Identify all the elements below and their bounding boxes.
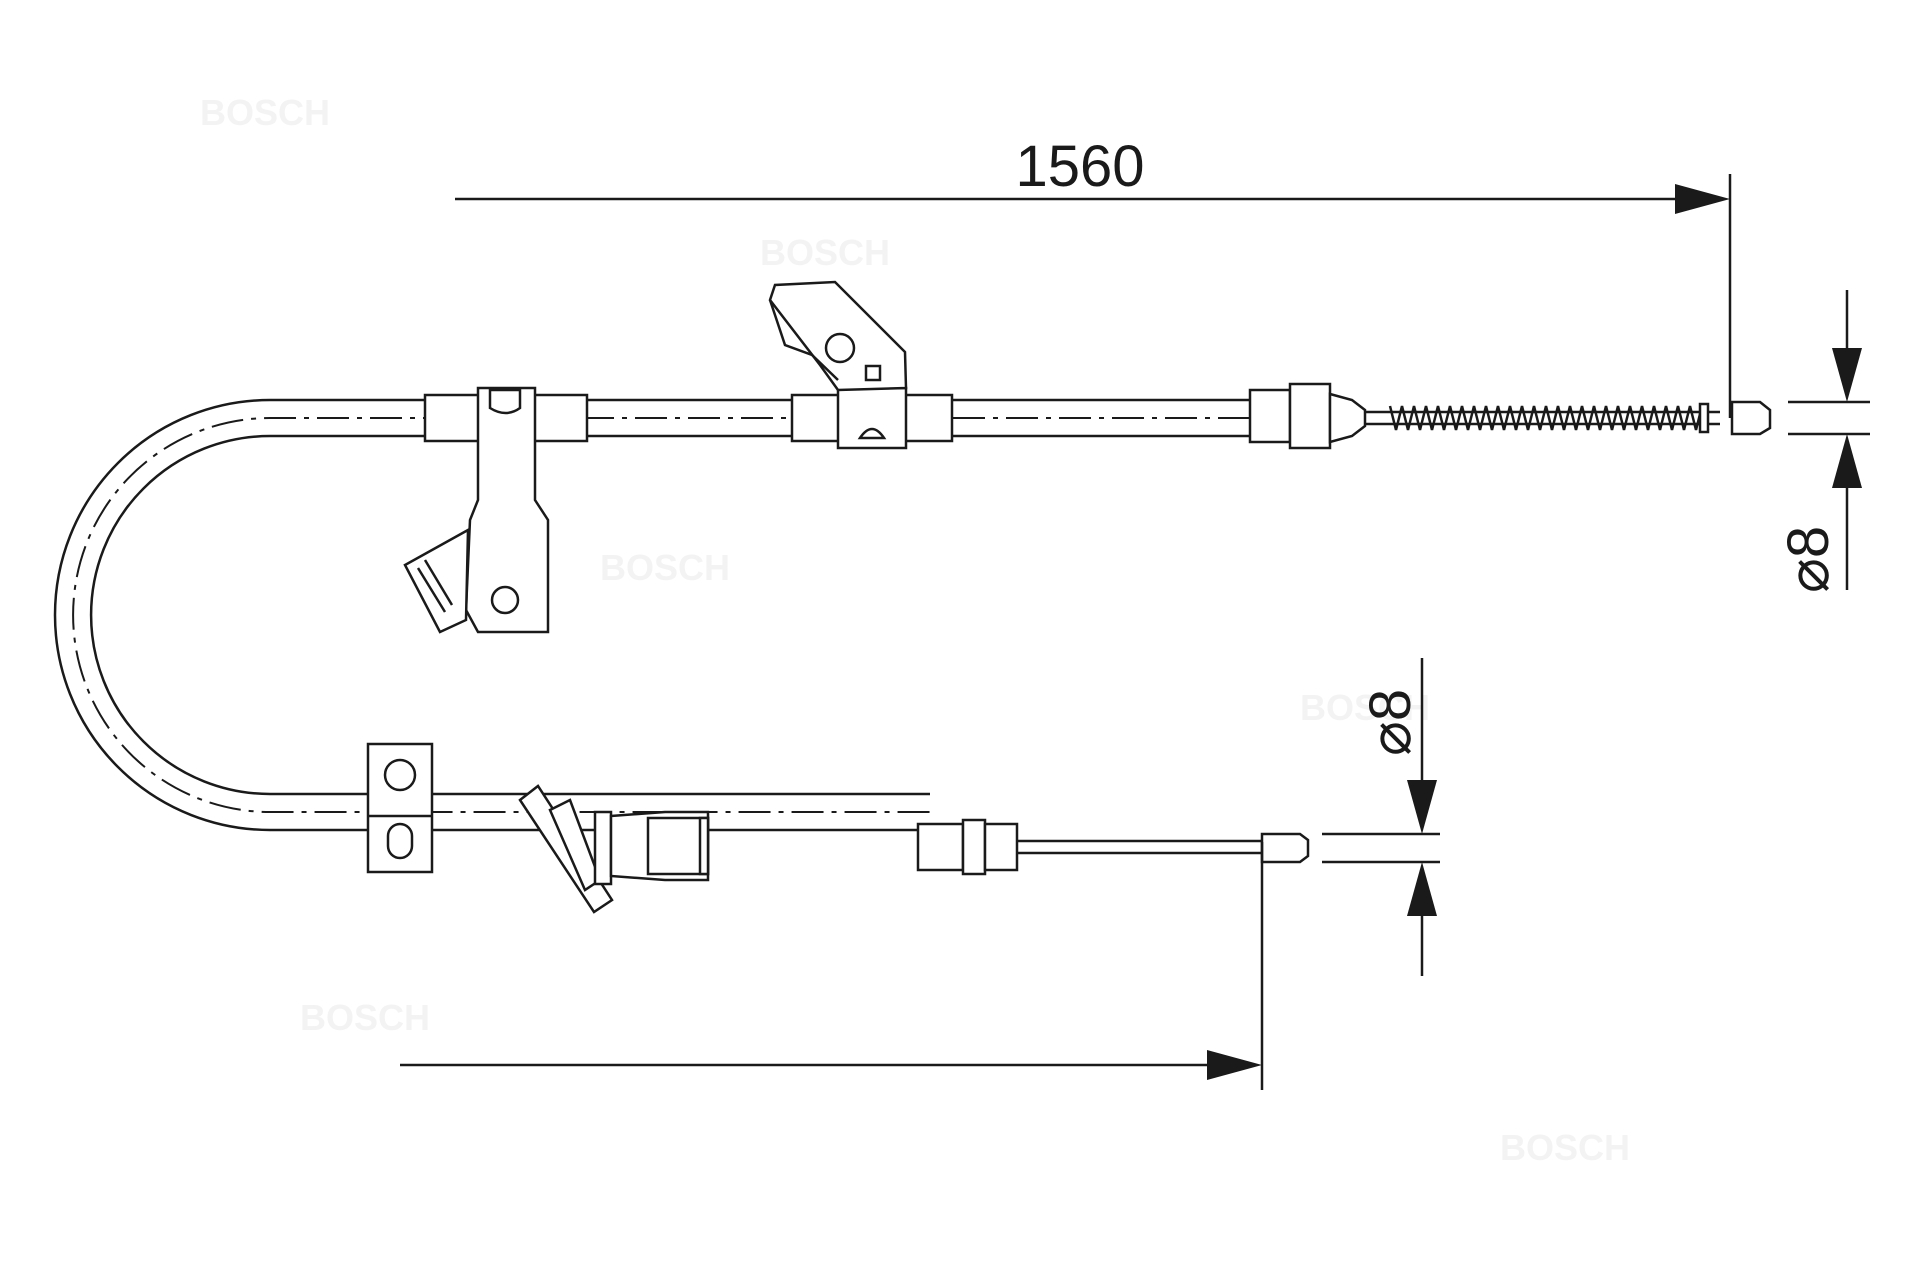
watermark: BOSCH BOSCH BOSCH BOSCH BOSCH BOSCH	[200, 92, 1630, 1168]
watermark-text-6: BOSCH	[1500, 1127, 1630, 1168]
diameter-bottom-label: ⌀8	[1358, 689, 1423, 756]
diameter-top-label: ⌀8	[1776, 526, 1841, 593]
dimension-arrow	[1407, 780, 1437, 834]
lower-end-fitting	[916, 818, 1310, 876]
length-dimension: 1560	[455, 134, 1732, 418]
watermark-text-1: BOSCH	[200, 92, 330, 133]
watermark-text-3: BOSCH	[600, 547, 730, 588]
watermark-text-4: BOSCH	[1300, 687, 1430, 728]
cable-sheath	[53, 398, 1250, 832]
lower-length-dimension	[400, 842, 1264, 1090]
upper-end-fitting	[1248, 382, 1772, 450]
dimension-arrow	[1675, 184, 1730, 214]
length-label: 1560	[1015, 134, 1144, 199]
upper-right-bracket	[768, 280, 954, 450]
lower-grommet	[518, 784, 710, 914]
dimension-arrow	[1832, 434, 1862, 488]
spring-coil	[1388, 405, 1710, 431]
dimension-arrow	[1832, 348, 1862, 402]
dimension-arrow	[1207, 1050, 1262, 1080]
watermark-text-2: BOSCH	[760, 232, 890, 273]
diameter-dimension-bottom: ⌀8	[1322, 658, 1440, 976]
watermark-text-5: BOSCH	[300, 997, 430, 1038]
diameter-dimension-top: ⌀8	[1776, 290, 1870, 593]
upper-left-bracket	[403, 386, 589, 634]
dimension-arrow	[1407, 862, 1437, 916]
lower-left-bracket	[366, 742, 434, 874]
